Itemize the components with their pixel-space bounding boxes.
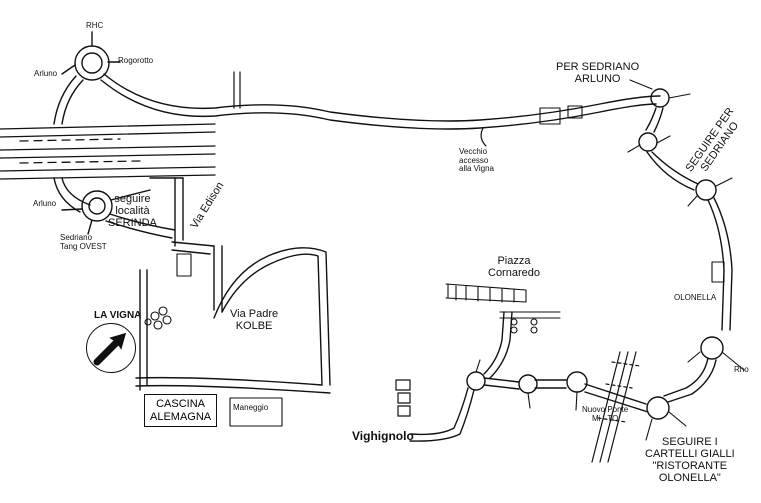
label-la-vigna: LA VIGNA bbox=[94, 310, 142, 321]
main-road-top bbox=[53, 73, 661, 213]
label-per-sedriano: PER SEDRIANO ARLUNO bbox=[556, 61, 640, 85]
label-piazza-cornaredo: Piazza Cornaredo bbox=[488, 255, 540, 279]
via-padre-kolbe-loop bbox=[135, 247, 331, 394]
vighignolo-buildings bbox=[395, 379, 411, 417]
label-rho: Rho bbox=[734, 365, 749, 374]
flower-icon bbox=[144, 306, 172, 330]
label-rogorotto: Rogorotto bbox=[118, 56, 154, 65]
label-arluno-mid: Arluno bbox=[33, 199, 57, 208]
label-seguire-cartelli: SEGUIRE I CARTELLI GIALLI "RISTORANTE OL… bbox=[645, 436, 735, 484]
label-seguire-serinda: seguire località SERINDA bbox=[108, 193, 157, 229]
label-olonella: OLONELLA bbox=[674, 293, 717, 302]
destination-marker bbox=[86, 323, 136, 373]
roundabout-rhc bbox=[61, 31, 121, 81]
side-road-top bbox=[233, 71, 241, 109]
roundabout-spokes bbox=[475, 79, 745, 441]
label-arluno-top: Arluno bbox=[34, 69, 58, 78]
serinda-road bbox=[105, 177, 184, 247]
building-edison bbox=[176, 253, 192, 277]
bridge-road bbox=[591, 351, 641, 463]
label-via-padre-kolbe: Via Padre KOLBE bbox=[230, 308, 279, 332]
label-nuovo-ponte: Nuovo Ponte Mi - TO bbox=[582, 405, 629, 423]
roundabout-sedriano bbox=[61, 189, 151, 235]
label-sedriano-tang: Sedriano Tang OVEST bbox=[60, 233, 107, 251]
arrow-pointer-icon bbox=[93, 332, 127, 366]
label-maneggio: Maneggio bbox=[233, 403, 269, 412]
building-olonella bbox=[711, 261, 725, 283]
label-rhc: RHC bbox=[86, 21, 104, 30]
building-maneggio bbox=[229, 397, 283, 427]
cascina-alemagna-box: CASCINA ALEMAGNA bbox=[144, 394, 218, 428]
old-access bbox=[480, 127, 487, 147]
label-vighignolo: Vighignolo bbox=[352, 429, 414, 443]
right-circuit bbox=[409, 88, 733, 442]
piazza-buildings bbox=[445, 283, 561, 334]
highway bbox=[0, 123, 216, 180]
sedriano-buildings bbox=[539, 105, 583, 125]
via-edison-road bbox=[171, 241, 223, 313]
label-vecchio-accesso: Vecchio accesso alla Vigna bbox=[459, 147, 494, 174]
